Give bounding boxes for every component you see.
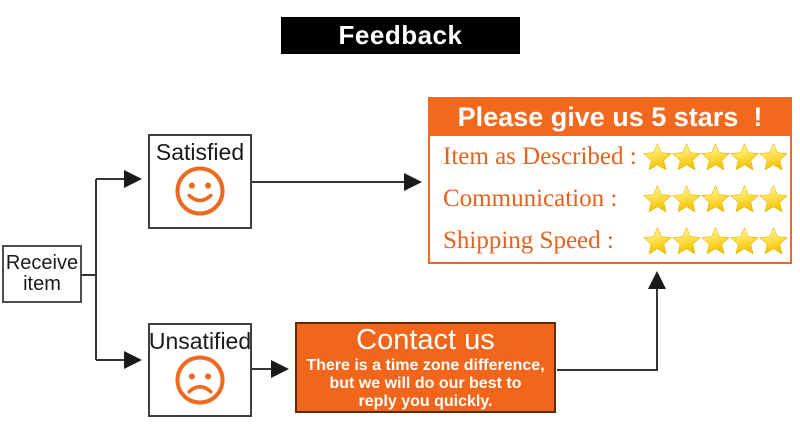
feedback-title-label: Feedback (338, 20, 463, 50)
star-icon (730, 142, 759, 170)
rating-row-label: Item as Described : (443, 143, 637, 170)
feedback-title-banner: Feedback (281, 17, 520, 54)
star-icon (759, 142, 788, 170)
rating-panel: Please give us 5 stars ! Item as Describ… (428, 97, 792, 264)
contact-us-panel: Contact us There is a time zone differen… (295, 322, 556, 413)
star-icon (759, 226, 788, 254)
star-icon (672, 184, 701, 212)
star-icon (701, 142, 730, 170)
rating-panel-title: Please give us 5 stars ! (457, 102, 763, 132)
star-rating (643, 226, 788, 256)
star-icon (730, 226, 759, 254)
star-icon (730, 184, 759, 212)
receive-item-node: Receive item (2, 245, 82, 303)
connector-trunk (82, 179, 97, 360)
star-icon (701, 226, 730, 254)
star-icon (672, 142, 701, 170)
star-rating (643, 142, 788, 172)
rating-row-shipping-speed: Shipping Speed : (430, 220, 790, 262)
arrow-contact-to-stars (557, 271, 666, 371)
rating-row-label: Communication : (443, 185, 618, 212)
star-rating (643, 184, 788, 214)
contact-body-line: reply you quickly. (358, 393, 493, 411)
contact-body-line: but we will do our best to (329, 375, 522, 393)
unsatisfied-node: Unsatified (148, 323, 252, 417)
unsatisfied-label: Unsatified (148, 328, 252, 354)
star-icon (643, 226, 672, 254)
rating-panel-header: Please give us 5 stars ! (430, 99, 790, 136)
contact-body-line: There is a time zone difference, (306, 356, 545, 374)
star-icon (701, 184, 730, 212)
receive-item-line1: Receive (5, 252, 79, 274)
satisfied-label: Satisfied (155, 139, 245, 165)
smiley-face-icon (175, 166, 225, 216)
satisfied-node: Satisfied (148, 134, 252, 229)
sad-face-icon (175, 355, 225, 405)
rating-row-communication: Communication : (430, 178, 790, 220)
contact-us-title: Contact us (356, 324, 495, 356)
contact-us-body: There is a time zone difference, but we … (306, 357, 544, 412)
rating-row-label: Shipping Speed : (443, 227, 614, 254)
star-icon (759, 184, 788, 212)
star-icon (643, 142, 672, 170)
star-icon (672, 226, 701, 254)
rating-row-item-as-described: Item as Described : (430, 136, 790, 178)
star-icon (643, 184, 672, 212)
receive-item-line2: item (23, 273, 61, 295)
